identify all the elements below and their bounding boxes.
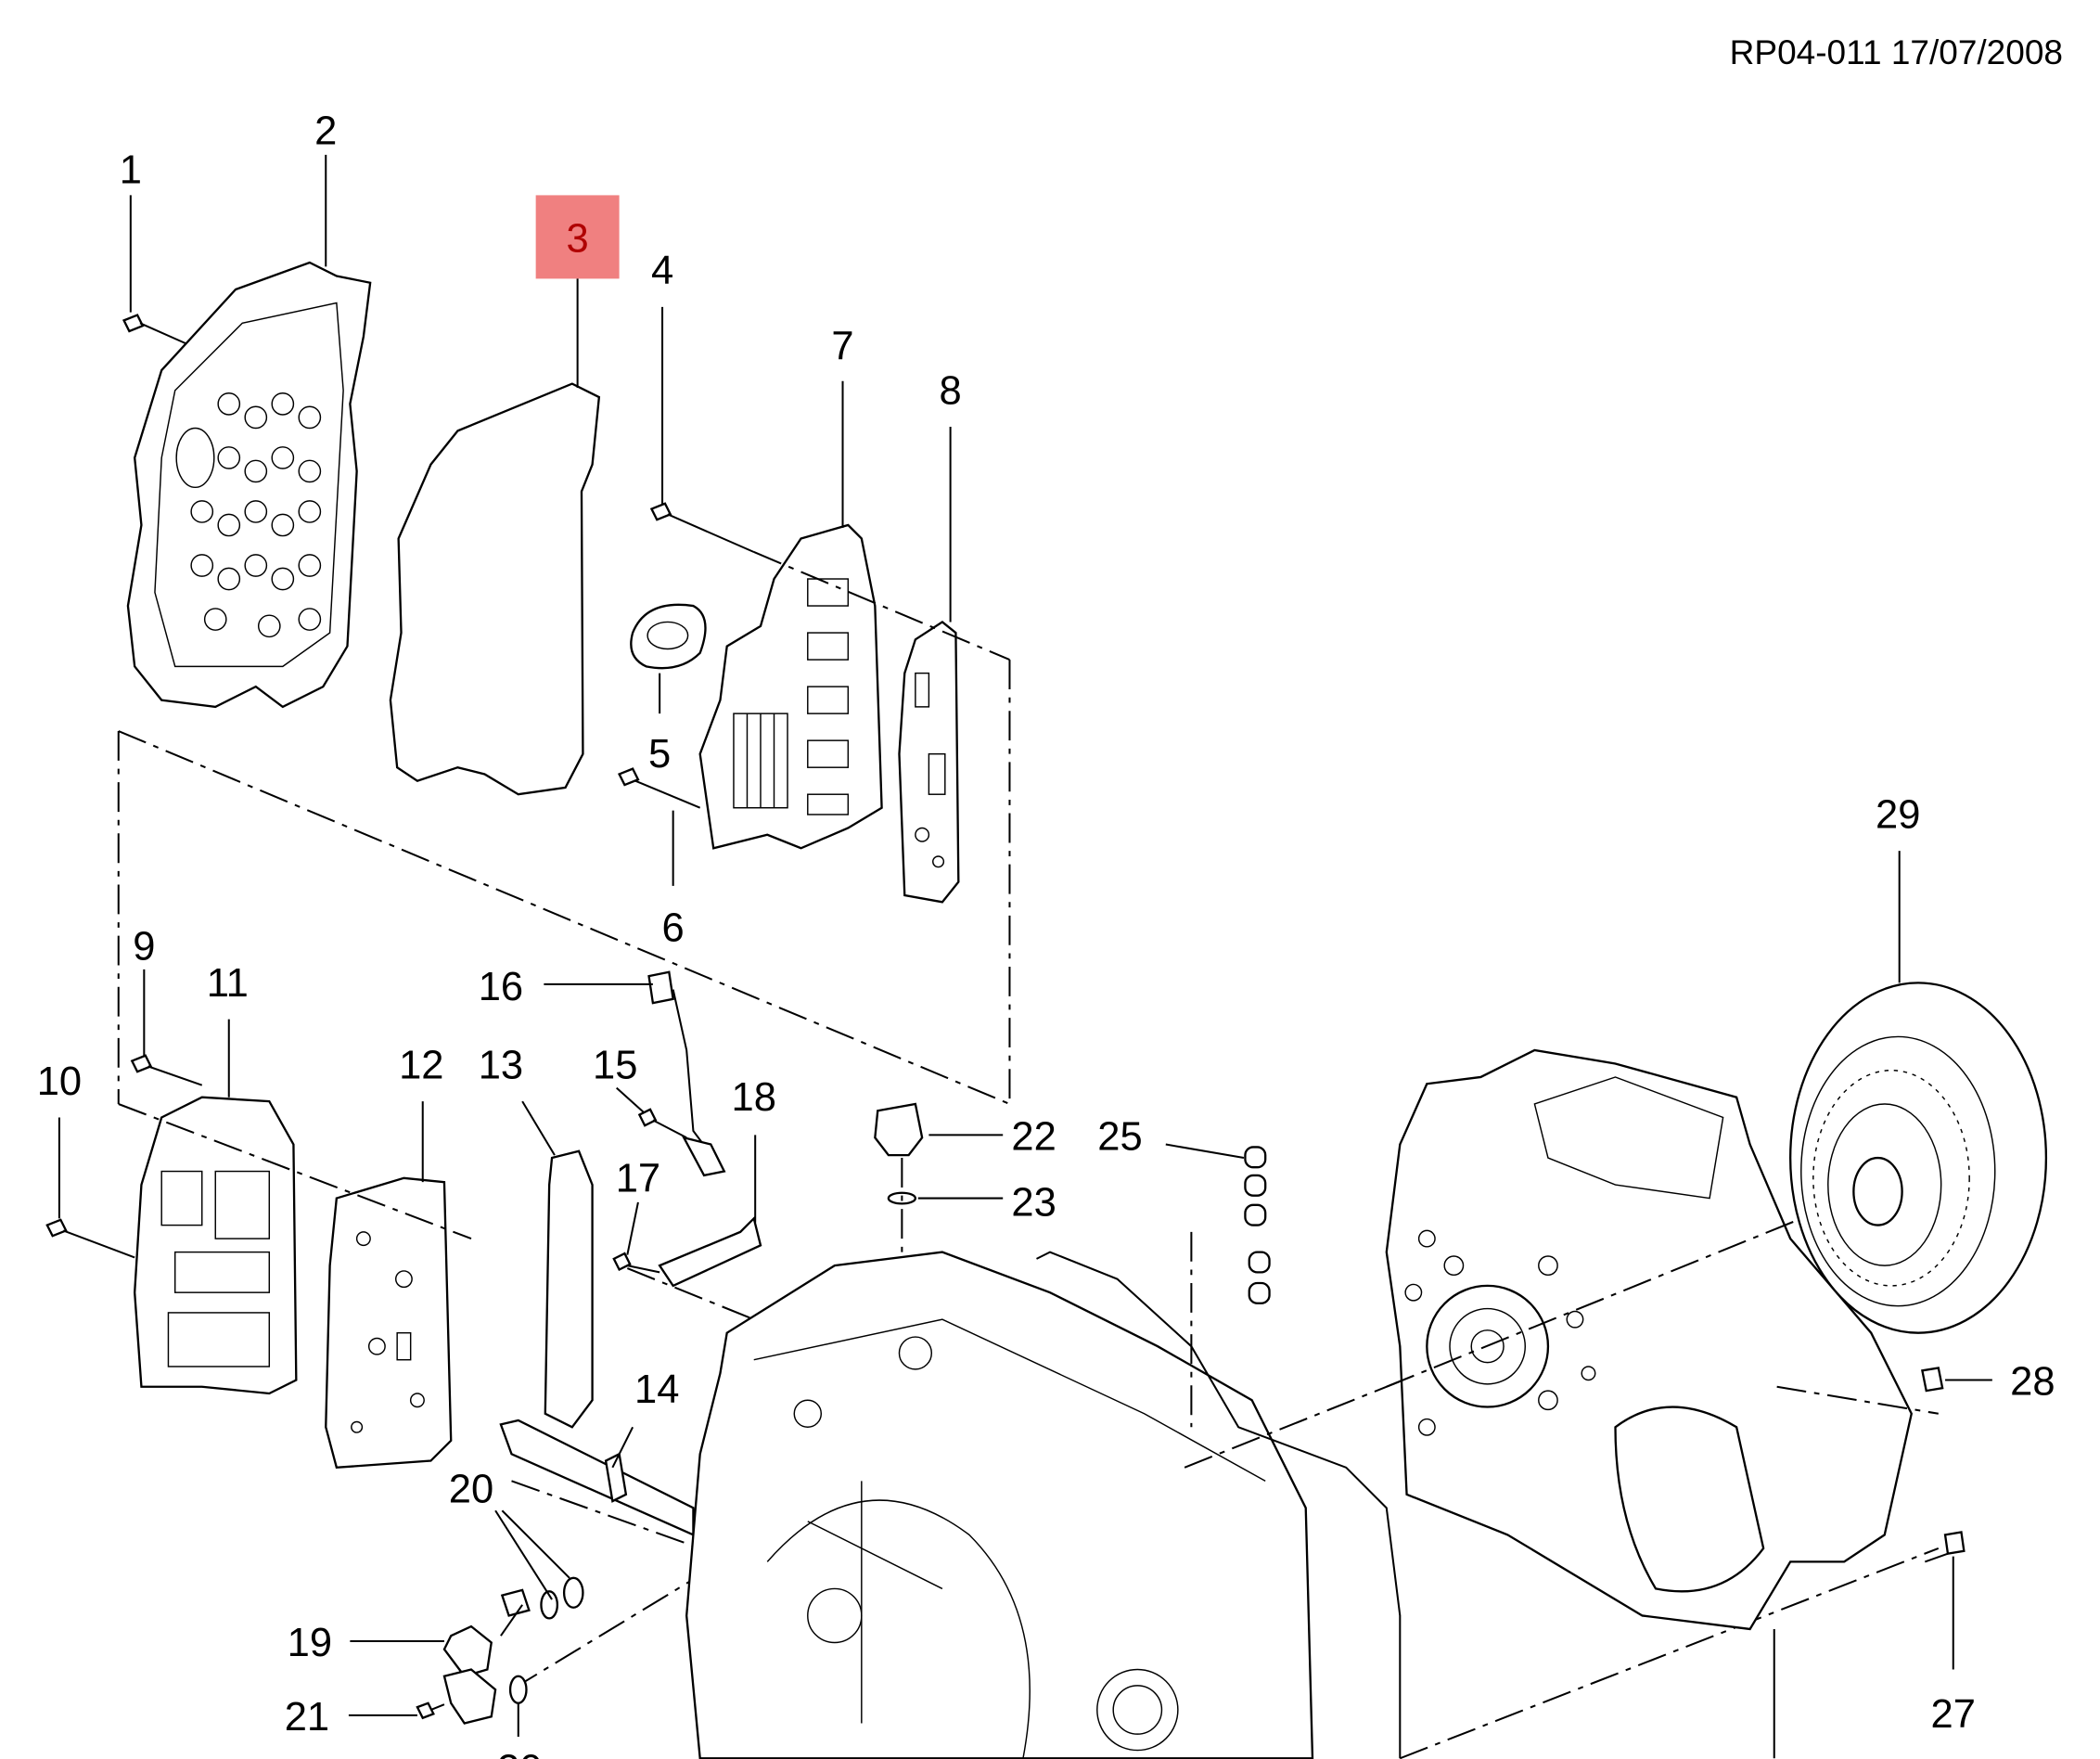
part-22-vent-cap[interactable]	[874, 1102, 924, 1157]
callout-29[interactable]: 29	[1876, 792, 1920, 837]
part-29-torque-converter[interactable]	[1789, 982, 2048, 1334]
part-4-bolt[interactable]	[649, 502, 755, 553]
part-5-seal[interactable]	[630, 603, 707, 670]
part-17-bolt[interactable]	[612, 1252, 660, 1274]
part-seal-ring[interactable]	[508, 1675, 528, 1704]
part-2-valve-body-cover[interactable]	[126, 261, 372, 709]
callout-21[interactable]: 21	[285, 1695, 329, 1740]
diagram-reference: RP04-011 17/07/2008	[1729, 33, 2063, 71]
assembly-line	[510, 1267, 755, 1691]
callout-28[interactable]: 28	[2010, 1359, 2055, 1404]
case-gasket[interactable]	[1036, 1251, 1402, 1759]
part-18-sensor[interactable]	[658, 1216, 762, 1288]
callout-7[interactable]: 7	[831, 324, 853, 368]
assembly-line	[117, 551, 1011, 1105]
bell-housing[interactable]	[1385, 1048, 1913, 1631]
callout-25[interactable]: 25	[1097, 1114, 1142, 1159]
callout-15[interactable]: 15	[593, 1043, 637, 1087]
callout-23[interactable]: 23	[1011, 1180, 1056, 1225]
part-3-gasket[interactable]	[389, 382, 601, 796]
part-11-valve-body[interactable]	[134, 1096, 298, 1395]
callout-20[interactable]: 20	[449, 1468, 493, 1512]
leader-lines	[58, 154, 1992, 1759]
part-21-bolt[interactable]	[416, 1701, 445, 1720]
part-15-bolt[interactable]	[637, 1108, 687, 1139]
callout-11[interactable]: 11	[207, 961, 249, 1006]
assembly-line	[1184, 1231, 1940, 1759]
callout-1[interactable]: 1	[120, 148, 142, 192]
callout-3-highlighted[interactable]: 3	[567, 216, 589, 261]
callout-4[interactable]: 4	[651, 249, 673, 293]
part-13-wiring-harness[interactable]	[499, 1149, 695, 1537]
part-9-bolt[interactable]	[130, 1054, 203, 1086]
part-27-bolt[interactable]	[1924, 1531, 1966, 1563]
highlight-box	[535, 195, 620, 279]
part-1-bolt[interactable]	[122, 314, 189, 346]
part-14-clip[interactable]	[604, 1452, 628, 1503]
callout-5[interactable]: 5	[648, 732, 671, 777]
part-25-plugs[interactable]	[1244, 1146, 1271, 1304]
callout-19[interactable]: 19	[288, 1621, 332, 1665]
assembly-line	[118, 1103, 472, 1240]
callout-27[interactable]: 27	[1931, 1692, 1976, 1737]
callout-2[interactable]: 2	[314, 109, 337, 153]
part-7-valve-body[interactable]	[698, 523, 883, 850]
callout-10[interactable]: 10	[37, 1059, 82, 1104]
callout-18[interactable]: 18	[732, 1075, 776, 1120]
callout-6[interactable]: 6	[662, 905, 685, 950]
part-8-separator-plate[interactable]	[898, 621, 960, 904]
callout-8[interactable]: 8	[940, 368, 962, 413]
callout-labels: 1 2 3 4 5 6 7 8 9 10 11 12 13 14 15 16 1…	[37, 109, 2055, 1759]
part-16-sensor[interactable]	[647, 970, 726, 1177]
part-28-plug[interactable]	[1921, 1367, 1944, 1393]
callout-22[interactable]: 22	[1011, 1114, 1056, 1159]
callout-14[interactable]: 14	[634, 1367, 679, 1412]
part-12-separator-plate[interactable]	[325, 1176, 453, 1470]
callout-20-lower[interactable]: 20	[497, 1747, 542, 1759]
callout-12[interactable]: 12	[399, 1043, 443, 1087]
part-6-bolt[interactable]	[618, 767, 701, 809]
part-10-bolt[interactable]	[45, 1218, 135, 1259]
callout-13[interactable]: 13	[479, 1043, 523, 1087]
callout-16[interactable]: 16	[479, 965, 523, 1009]
part-20-seal[interactable]	[540, 1576, 584, 1620]
callout-17[interactable]: 17	[616, 1156, 660, 1200]
part-19-range-switch[interactable]	[442, 1588, 531, 1725]
callout-9[interactable]: 9	[133, 925, 155, 969]
transmission-case[interactable]	[685, 1251, 1314, 1759]
